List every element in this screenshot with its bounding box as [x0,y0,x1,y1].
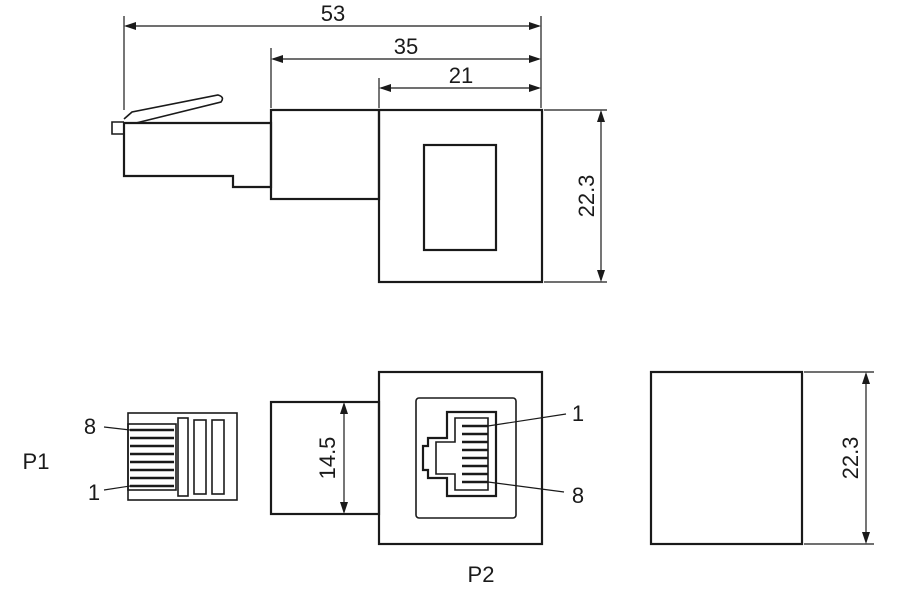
dim-body-length-label: 35 [394,34,418,59]
side-jack-window [422,143,498,252]
dim-overall-length: 53 [124,1,541,30]
dim-plug-body-height: 14.5 [315,402,348,514]
dim-overall-length-label: 53 [321,1,345,26]
side-extension-lines [123,16,542,110]
top-jack-inner [415,397,517,519]
dim-jack-length-label: 21 [449,63,473,88]
plug-pin-1-label: 1 [88,480,100,505]
dim-jack-length: 21 [379,63,541,92]
top-plug-contacts [127,423,177,491]
top-plug-rib-1 [177,417,189,497]
port-p2-label: P2 [468,562,495,587]
side-plug-outline [122,121,273,189]
top-jack-opening [421,410,498,498]
side-plug-latch [111,94,224,135]
end-view-jack [649,370,804,546]
top-jack [377,370,544,546]
side-body [269,108,381,201]
pin-leaders [103,413,567,493]
port-p1-label: P1 [23,449,50,474]
dim-jack-height-end: 22.3 [804,371,874,545]
dim-jack-height-side-label: 22.3 [574,175,599,218]
dim-body-length: 35 [271,34,541,63]
jack-pin-8-label: 8 [572,483,584,508]
side-view [111,94,544,284]
top-view [127,370,544,546]
jack-pin-1-label: 1 [572,401,584,426]
dim-jack-height-side: 22.3 [544,109,607,283]
top-plug-rib-2 [193,419,207,495]
top-plug-rib-3 [211,419,225,495]
top-plug-pins [130,428,174,488]
top-jack-opening-inner [435,417,489,491]
top-jack-pins [462,424,488,484]
dim-plug-body-height-label: 14.5 [315,437,340,480]
dim-jack-height-end-label: 22.3 [838,437,863,480]
plug-pin-8-label: 8 [84,414,96,439]
side-jack [377,108,544,284]
